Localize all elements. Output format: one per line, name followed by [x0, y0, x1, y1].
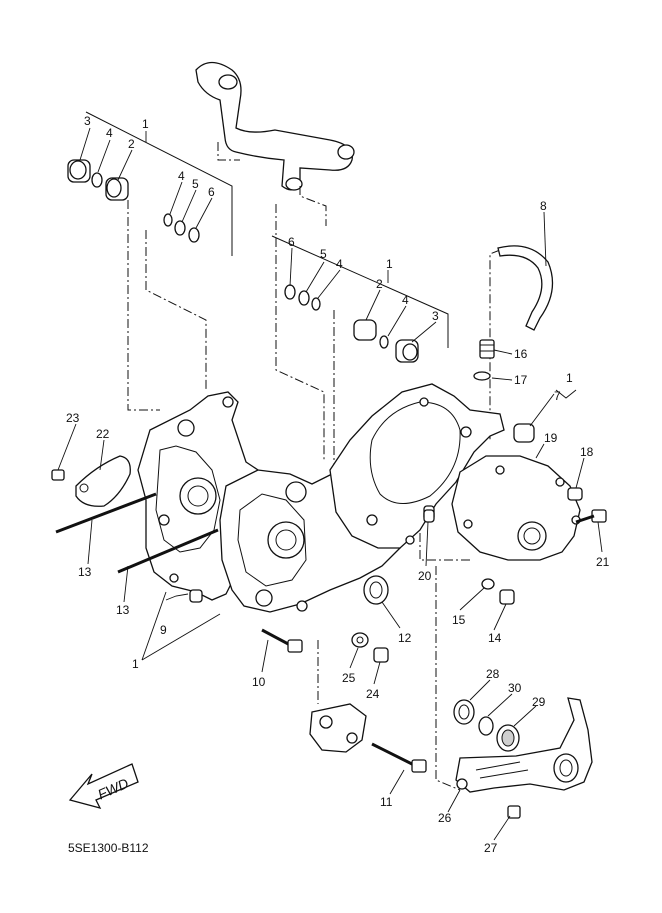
- callout-26: 26: [438, 811, 452, 825]
- callout-9: 9: [160, 623, 167, 637]
- callout-13: 13: [116, 603, 130, 617]
- callout-28: 28: [486, 667, 500, 681]
- callout-1: 1: [386, 257, 393, 271]
- plate-and-bolt: [51, 455, 131, 507]
- washer-and-bolt-right: [481, 578, 515, 605]
- washer-and-bolt: [351, 632, 389, 663]
- callout-4: 4: [106, 126, 113, 140]
- callout-1: 1: [142, 117, 149, 131]
- callout-15: 15: [452, 613, 466, 627]
- callout-12: 12: [398, 631, 412, 645]
- callout-10: 10: [252, 675, 266, 689]
- callout-1: 1: [566, 371, 573, 385]
- callout-4: 4: [178, 169, 185, 183]
- callout-2: 2: [376, 277, 383, 291]
- callout-21: 21: [596, 555, 610, 569]
- callout-23: 23: [66, 411, 80, 425]
- kit-top-left-parts: [67, 159, 200, 243]
- callout-22: 22: [96, 427, 110, 441]
- callouts: 1 3 4 2 4 5 6 1 6 5 4 2 4 3 8 16 17 1 7 …: [66, 114, 610, 855]
- kit-bracket-middle: [271, 235, 449, 348]
- callout-14: 14: [488, 631, 502, 645]
- fitting-parts: [473, 339, 535, 443]
- long-studs: [55, 492, 219, 574]
- callout-4: 4: [402, 293, 409, 307]
- dowel-and-seal: [363, 509, 435, 605]
- transmission-case: [329, 383, 505, 549]
- callout-17: 17: [514, 373, 528, 387]
- kit-middle-parts: [284, 284, 419, 363]
- callout-25: 25: [342, 671, 356, 685]
- callout-3: 3: [84, 114, 91, 128]
- callout-3: 3: [432, 309, 439, 323]
- callout-2: 2: [128, 137, 135, 151]
- side-cover: [451, 455, 583, 561]
- callout-5: 5: [192, 177, 199, 191]
- callout-11: 11: [380, 795, 393, 809]
- callout-27: 27: [484, 841, 498, 855]
- dowel-pin: [189, 589, 203, 603]
- callout-24: 24: [366, 687, 380, 701]
- bolts-right-cover: [575, 509, 607, 524]
- kit-bracket-top-left: [85, 111, 233, 256]
- callout-16: 16: [514, 347, 528, 361]
- diagram-code: 5SE1300-B112: [68, 841, 149, 855]
- callout-13: 13: [78, 565, 92, 579]
- callout-7: 7: [554, 389, 561, 403]
- callout-30: 30: [508, 681, 522, 695]
- callout-5: 5: [320, 247, 327, 261]
- callout-4: 4: [336, 257, 343, 271]
- breather-hose: [497, 245, 554, 331]
- fwd-arrow: FWD: [68, 763, 139, 809]
- pump-assembly: [309, 703, 427, 773]
- callout-1: 1: [132, 657, 139, 671]
- upper-pipe: [195, 61, 355, 191]
- callout-6: 6: [288, 235, 295, 249]
- callout-8: 8: [540, 199, 547, 213]
- callout-19: 19: [544, 431, 558, 445]
- callout-6: 6: [208, 185, 215, 199]
- callout-20: 20: [418, 569, 432, 583]
- leader-lines: [57, 127, 603, 841]
- lower-bracket-assembly: [453, 697, 593, 819]
- bolt-10: [261, 628, 303, 653]
- callout-29: 29: [532, 695, 546, 709]
- callout-18: 18: [580, 445, 594, 459]
